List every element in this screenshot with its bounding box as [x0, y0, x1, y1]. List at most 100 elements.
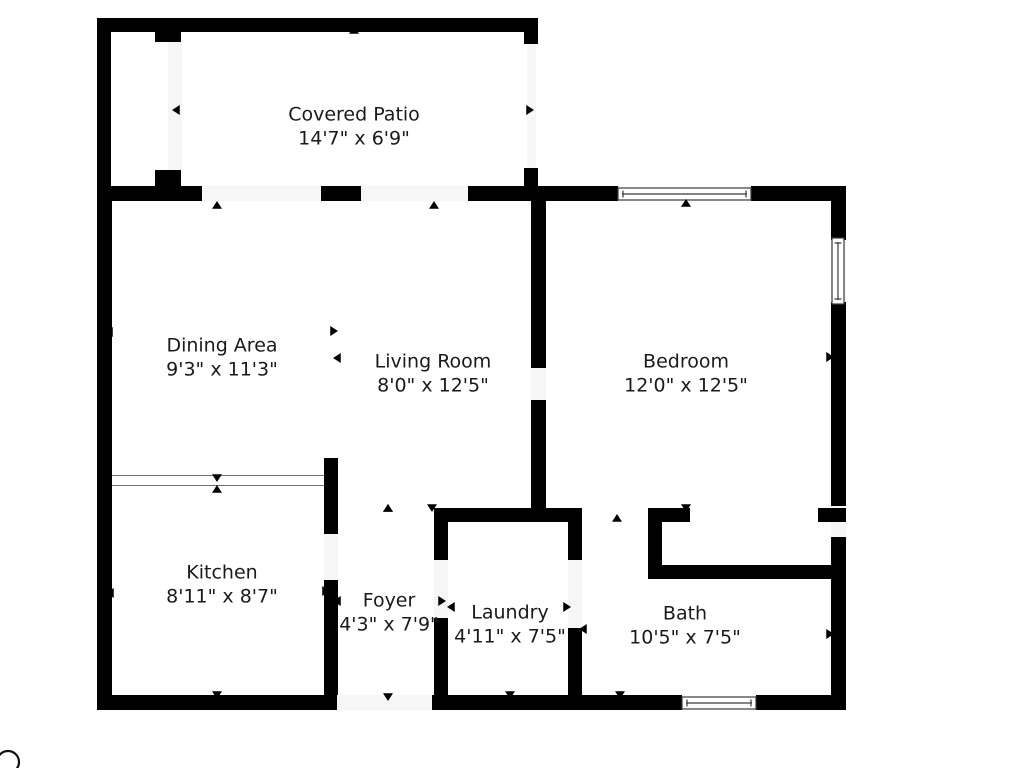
room-dimensions-bath: 10'5" x 7'5"	[629, 627, 741, 649]
opening-lr-bed-door	[531, 368, 546, 400]
wall-house-right-wall-bot	[831, 537, 846, 710]
dimension-marker-m-foyer-right	[438, 596, 446, 606]
opening-foyer-laundry-door	[434, 560, 448, 618]
window-bath-bottom-window	[681, 696, 757, 710]
wall-lr-bed-wall-top	[531, 186, 546, 368]
wall-patio-top-jamb-right	[424, 18, 458, 32]
wall-laundry-right-bot	[568, 628, 582, 695]
wall-house-top-wall-left	[97, 186, 202, 201]
window-layer	[617, 187, 845, 710]
room-dimensions-laundry: 4'11" x 7'5"	[454, 626, 566, 648]
wall-bath-top-wall	[648, 565, 846, 579]
dimension-marker-m-laundry-bottom	[505, 691, 515, 699]
dimension-marker-m-kitchen-right	[322, 586, 330, 596]
dimension-marker-m-kitchen-top	[212, 474, 222, 482]
dimension-marker-m-patio-right	[526, 105, 534, 115]
room-dimensions-living-room: 8'0" x 12'5"	[377, 375, 489, 397]
room-name-bedroom: Bedroom	[643, 351, 729, 373]
wall-kitchen-divider-wall	[324, 458, 338, 534]
window-bedroom-right-window	[831, 237, 845, 305]
opening-kitchen-door	[324, 534, 338, 580]
dimension-marker-m-bedroom-right	[826, 352, 834, 362]
wall-kitchen-divider-wall-b	[324, 580, 338, 695]
wall-laundry-right-top	[568, 508, 582, 560]
dimension-marker-m-bath-left	[579, 624, 587, 634]
watermark-layer	[0, 749, 21, 768]
opening-patio-right-open	[527, 44, 536, 168]
room-dimensions-foyer: 4'3" x 7'9"	[339, 614, 439, 636]
dimension-marker-m-living-botright	[509, 514, 519, 522]
dimension-marker-m-foyer-bottom	[383, 693, 393, 701]
room-dimensions-bedroom: 12'0" x 12'5"	[624, 375, 748, 397]
dimension-marker-m-patio-top	[349, 26, 359, 34]
room-dimensions-kitchen: 8'11" x 8'7"	[166, 586, 278, 608]
dimension-marker-m-kitchen-left	[106, 588, 114, 598]
opening-foyer-entry-open	[337, 695, 432, 710]
dimension-marker-m-kitchen-top2	[212, 485, 222, 493]
room-name-foyer: Foyer	[363, 590, 416, 612]
dimension-marker-m-dining-right	[330, 326, 338, 336]
dimension-marker-m-house-top-b	[429, 201, 439, 209]
dimension-marker-m-bedroom-top	[681, 199, 691, 207]
wall-patio-right-jamb-top	[524, 18, 538, 44]
dimension-marker-m-patio-bot-mid	[349, 187, 359, 195]
dimension-marker-m-foyer-left	[333, 596, 341, 606]
wall-house-bottom-right	[432, 695, 682, 710]
room-name-covered-patio: Covered Patio	[288, 104, 420, 126]
wall-house-bottom-far-right	[756, 695, 846, 710]
wall-lr-bed-wall-bot	[531, 400, 546, 510]
dimension-marker-m-bath-right	[826, 629, 834, 639]
wall-house-right-wall-mid	[831, 302, 846, 506]
room-name-laundry: Laundry	[471, 602, 548, 624]
opening-patio-house-open2	[361, 186, 468, 201]
watermark-corner-arc	[0, 749, 21, 768]
dimension-marker-m-laundry-topjamb	[427, 504, 437, 512]
dimension-marker-m-bath-top	[612, 514, 622, 522]
dimension-marker-m-laundry-left	[447, 602, 455, 612]
room-dimensions-covered-patio: 14'7" x 6'9"	[298, 128, 410, 150]
dimension-marker-m-laundry-right	[563, 602, 571, 612]
wall-lr-bottom-wall	[531, 496, 546, 512]
wall-patio-left-stub-top	[155, 18, 181, 42]
dimension-marker-m-living-left	[333, 353, 341, 363]
room-name-bath: Bath	[663, 603, 707, 625]
opening-patio-house-open	[202, 186, 321, 201]
wall-foyer-right-wall-bot	[434, 618, 448, 695]
room-name-living-room: Living Room	[375, 351, 492, 373]
wall-patio-outer-left	[97, 18, 111, 200]
dimension-marker-m-house-top-a	[212, 201, 222, 209]
dimension-marker-m-bath-topgap	[681, 504, 691, 512]
dimension-marker-m-patio-left	[172, 105, 180, 115]
wall-house-bottom-left	[97, 695, 337, 710]
room-name-kitchen: Kitchen	[186, 562, 257, 584]
wall-layer	[97, 18, 846, 710]
dimension-marker-m-living-bot	[383, 504, 393, 512]
wall-house-left-wall	[97, 186, 112, 710]
wall-bath-left-wall	[648, 508, 662, 574]
opening-patio-left-open	[168, 42, 182, 170]
opening-laundry-bath-door	[568, 560, 582, 628]
window-bedroom-top-window	[617, 187, 752, 201]
wall-house-right-wall-top	[831, 186, 846, 240]
dimension-marker-layer	[105, 26, 834, 701]
room-name-dining-area: Dining Area	[166, 335, 277, 357]
dimension-marker-m-bedroom-left	[537, 350, 545, 360]
thin-wall-fill-kitchen-dining-divider	[112, 475, 324, 486]
room-dimensions-dining-area: 9'3" x 11'3"	[166, 359, 278, 381]
wall-house-top-wall-far	[751, 186, 846, 201]
dimension-marker-m-dining-left	[105, 327, 113, 337]
dimension-marker-m-kitchen-bottom	[212, 691, 222, 699]
wall-bath-top-wall-right	[818, 508, 846, 522]
